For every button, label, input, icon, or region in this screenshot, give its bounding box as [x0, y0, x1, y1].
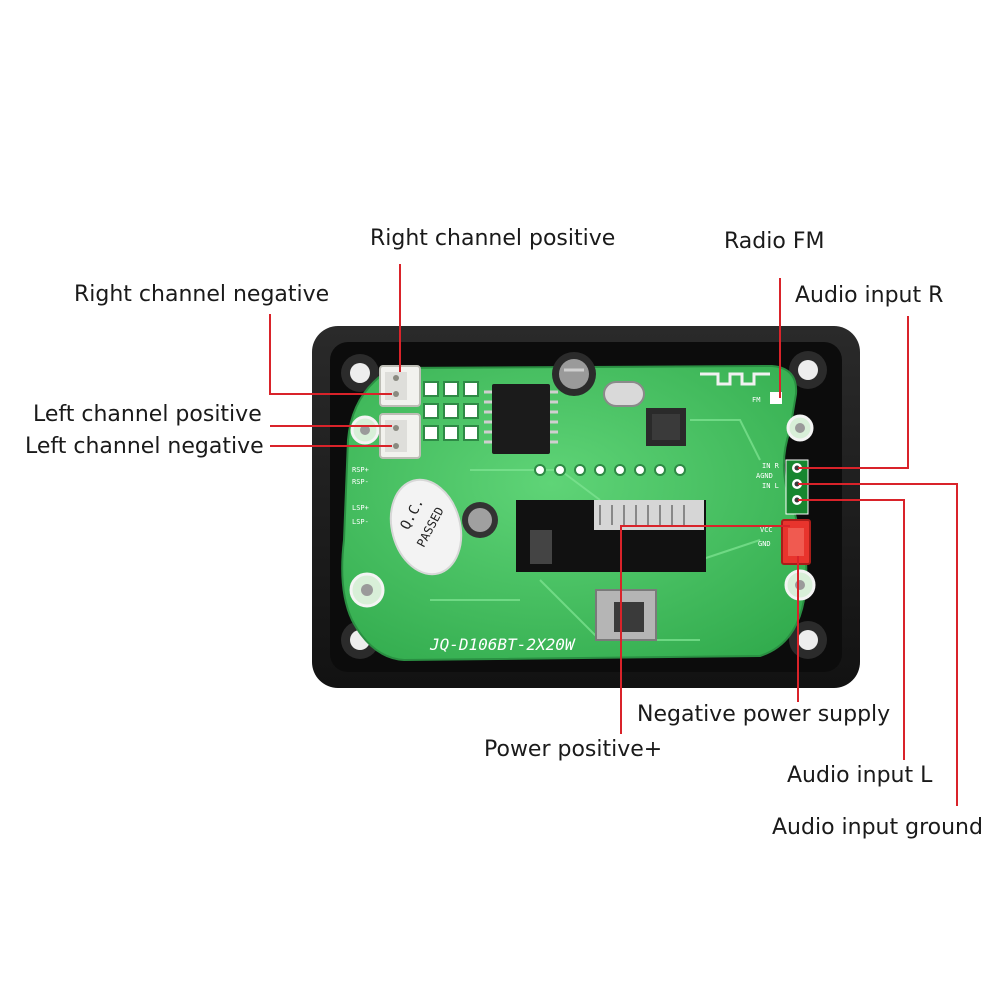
gnd-label: GND	[758, 540, 771, 548]
label-right-channel-positive: Right channel positive	[370, 226, 616, 251]
in-r-label: IN R	[762, 462, 780, 470]
voltage-regulator	[595, 589, 657, 641]
power-connector	[781, 519, 811, 565]
label-right-channel-negative: Right channel negative	[74, 282, 330, 307]
leader-audio-input-r	[798, 316, 909, 469]
leader-lines	[269, 264, 958, 806]
leader-power-positive	[620, 525, 790, 734]
capacitor-top	[552, 352, 596, 396]
bluetooth-chip	[646, 408, 686, 446]
in-l-label: IN L	[762, 482, 779, 490]
vcc-label: VCC	[760, 526, 773, 534]
label-audio-input-ground: Audio input ground	[772, 815, 983, 840]
pcb-traces	[430, 419, 761, 641]
pcb-mounting-holes	[349, 414, 816, 608]
fm-pin-label: FM	[752, 396, 760, 404]
qc-passed-sticker: Q.C. PASSED	[389, 478, 463, 576]
amplifier-ic	[484, 384, 558, 454]
leader-right-channel-negative	[269, 314, 392, 395]
lsp-plus-label: LSP+	[352, 504, 369, 512]
solder-pads	[423, 381, 686, 476]
speaker-connector-left	[379, 413, 421, 459]
capacitor-lower	[462, 502, 498, 538]
crystal-oscillator	[603, 381, 645, 407]
silkscreen-labels: RSP+ RSP- LSP+ LSP- IN R AGND IN L VCC G…	[352, 462, 780, 548]
label-audio-input-l: Audio input L	[787, 763, 933, 788]
agnd-label: AGND	[756, 472, 773, 480]
antenna-trace	[700, 372, 770, 386]
label-radio-fm: Radio FM	[724, 229, 825, 254]
leader-audio-input-l	[798, 499, 905, 760]
label-power-positive: Power positive+	[484, 737, 663, 762]
speaker-connector-right	[379, 365, 421, 407]
display-window	[516, 500, 706, 572]
rsp-plus-label: RSP+	[352, 466, 369, 474]
leader-audio-input-ground	[798, 483, 958, 806]
rsp-minus-label: RSP-	[352, 478, 369, 486]
lsp-minus-label: LSP-	[352, 518, 369, 526]
board-model-number: JQ-D106BT-2X20W	[429, 635, 576, 654]
label-left-channel-positive: Left channel positive	[33, 402, 262, 427]
label-negative-power-supply: Negative power supply	[637, 702, 891, 727]
label-audio-input-r: Audio input R	[795, 283, 944, 308]
label-left-channel-negative: Left channel negative	[25, 434, 264, 459]
